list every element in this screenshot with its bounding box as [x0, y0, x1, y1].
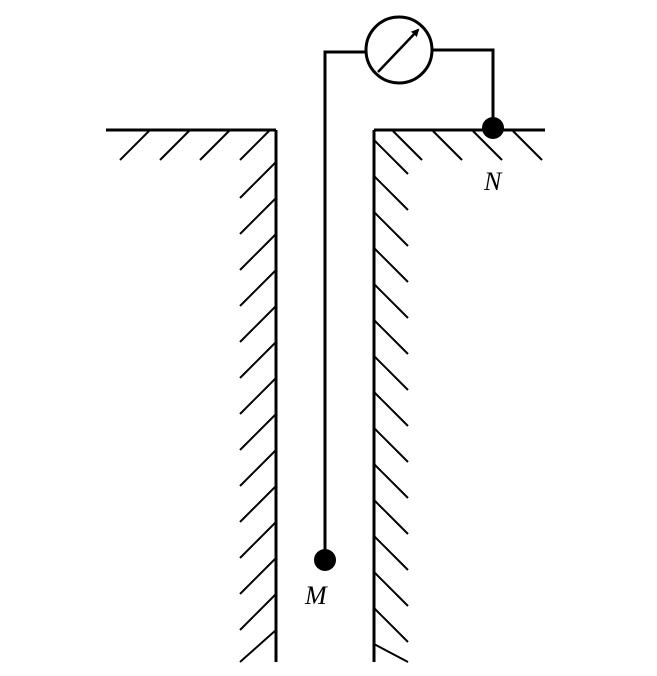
hatch-mark	[159, 129, 191, 161]
hatch-mark	[471, 129, 503, 161]
hatch-mark	[373, 355, 409, 391]
hatch-mark	[239, 377, 277, 415]
right-wall-hatching	[373, 139, 409, 663]
hatch-mark	[373, 499, 409, 535]
hatch-mark	[239, 341, 277, 379]
hatch-mark	[239, 413, 277, 451]
hatch-mark	[511, 129, 543, 161]
hatch-mark	[373, 535, 409, 571]
point-m-marker	[314, 549, 336, 571]
hatch-mark	[373, 391, 409, 427]
hatch-mark	[239, 269, 277, 307]
hatch-mark	[373, 463, 409, 499]
hatch-mark	[239, 485, 277, 523]
point-n-label: N	[483, 167, 503, 196]
hatch-mark	[239, 593, 277, 631]
hatch-mark	[239, 233, 277, 271]
left-wall-hatching	[239, 161, 277, 663]
hatch-mark	[373, 283, 409, 319]
hatch-mark	[373, 139, 409, 175]
hatch-mark	[373, 571, 409, 607]
point-m-label: M	[304, 581, 328, 610]
hatch-mark	[239, 557, 277, 595]
hatch-mark	[373, 427, 409, 463]
hatch-mark	[431, 129, 463, 161]
hatch-mark	[373, 607, 409, 643]
hatch-mark	[239, 305, 277, 343]
hatch-mark	[373, 319, 409, 355]
hatch-mark	[373, 643, 409, 663]
hatch-mark	[391, 129, 423, 161]
hatch-mark	[373, 211, 409, 247]
point-n-marker	[482, 117, 504, 139]
right-ground-hatching	[391, 129, 543, 161]
hatch-mark	[373, 175, 409, 211]
return-wire	[432, 48, 495, 128]
probe-wire	[323, 50, 366, 560]
hatch-mark	[239, 197, 277, 235]
hatch-mark	[373, 247, 409, 283]
hatch-mark	[199, 129, 231, 161]
hatch-mark	[239, 449, 277, 487]
left-ground-hatching	[119, 129, 271, 161]
galvanometer-icon	[364, 15, 434, 85]
hatch-mark	[239, 161, 277, 199]
hatch-mark	[239, 629, 277, 663]
hatch-mark	[239, 129, 271, 161]
hatch-mark	[239, 521, 277, 559]
hatch-mark	[119, 129, 151, 161]
